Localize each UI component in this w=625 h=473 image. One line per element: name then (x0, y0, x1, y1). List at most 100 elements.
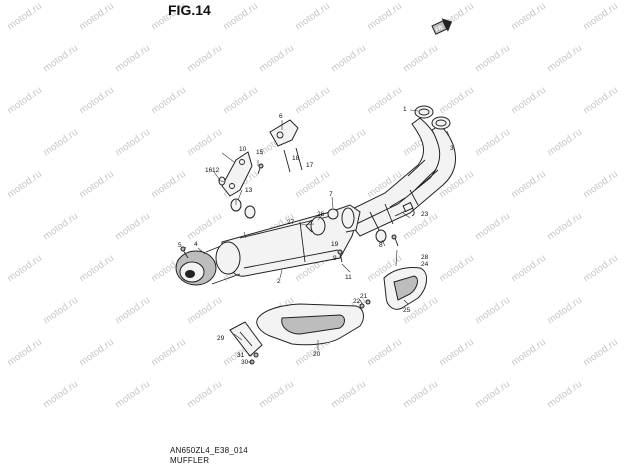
watermark-text: motod.ru (545, 127, 584, 159)
watermark-text: motod.ru (113, 295, 152, 327)
watermark-text: motod.ru (473, 211, 512, 243)
callout-30: 30 (241, 359, 249, 366)
watermark-text: motod.ru (545, 43, 584, 75)
watermark-text: motod.ru (365, 85, 404, 117)
watermark-text: motod.ru (5, 169, 44, 201)
callout-29: 29 (217, 335, 225, 342)
watermark-text: motod.ru (185, 127, 224, 159)
fr-label: FR (435, 25, 444, 34)
watermark-text: motod.ru (473, 43, 512, 75)
callout-13: 13 (245, 187, 253, 194)
figure-title: FIG.14 (168, 2, 211, 18)
watermark-text: motod.ru (77, 1, 116, 33)
watermark-text: motod.ru (581, 337, 620, 369)
callout-15: 15 (256, 149, 264, 156)
callout-27: 27 (287, 219, 295, 226)
muffler-cover (383, 267, 427, 310)
figure-code: AN650ZL4_E38_014 (170, 446, 248, 455)
callout-7: 7 (329, 191, 333, 198)
heat-shield (256, 303, 364, 346)
watermark-text: motod.ru (509, 169, 548, 201)
watermark-text: motod.ru (185, 379, 224, 411)
watermark-text: motod.ru (41, 43, 80, 75)
watermark-text: motod.ru (329, 127, 368, 159)
watermark-text: motod.ru (437, 253, 476, 285)
watermark-text: motod.ru (509, 85, 548, 117)
callout-31: 31 (237, 352, 245, 359)
watermark-text: motod.ru (545, 211, 584, 243)
watermark-text: motod.ru (185, 295, 224, 327)
callout-4: 4 (194, 241, 198, 248)
callout-16: 16 (205, 167, 213, 174)
watermark-text: motod.ru (149, 85, 188, 117)
watermark-text: motod.ru (509, 337, 548, 369)
watermark-text: motod.ru (329, 43, 368, 75)
watermark-text: motod.ru (365, 1, 404, 33)
watermark-text: motod.ru (77, 253, 116, 285)
watermark-text: motod.ru (149, 337, 188, 369)
callout-18: 18 (292, 155, 300, 162)
watermark-text: motod.ru (41, 127, 80, 159)
callout-labels: 1 2 3 4 5 6 7 8 9 10 11 12 13 15 16 17 1… (178, 106, 454, 366)
watermark-text: motod.ru (401, 379, 440, 411)
callout-9: 9 (333, 255, 337, 262)
watermark-text: motod.ru (257, 43, 296, 75)
callout-22: 22 (353, 298, 361, 305)
callout-20: 20 (313, 351, 321, 358)
watermark-text: motod.ru (185, 211, 224, 243)
watermark-text: motod.ru (113, 43, 152, 75)
watermark-text: motod.ru (113, 127, 152, 159)
muffler-end-cap (175, 241, 241, 286)
figure-name: MUFFLER (170, 456, 210, 465)
watermark-text: motod.ru (293, 1, 332, 33)
watermark-text: motod.ru (581, 1, 620, 33)
exhaust-gasket (414, 105, 451, 130)
callout-3: 3 (450, 145, 454, 152)
callout-2: 2 (277, 278, 281, 285)
watermark-layer: motod.ru motod.ru motod.ru motod.ru motod.ru… (5, 1, 620, 411)
watermark-text: motod.ru (149, 169, 188, 201)
callout-5: 5 (178, 242, 182, 249)
watermark-text: motod.ru (581, 169, 620, 201)
watermark-text: motod.ru (473, 379, 512, 411)
arrow-fr-icon: FR (431, 18, 453, 35)
callout-8: 8 (379, 242, 383, 249)
watermark-text: motod.ru (293, 169, 332, 201)
watermark-text: motod.ru (437, 337, 476, 369)
watermark-text: motod.ru (221, 85, 260, 117)
watermark-text: motod.ru (437, 85, 476, 117)
callout-12: 12 (212, 167, 220, 174)
watermark-text: motod.ru (581, 85, 620, 117)
watermark-text: motod.ru (5, 253, 44, 285)
watermark-text: motod.ru (5, 1, 44, 33)
callout-24: 24 (421, 261, 429, 268)
watermark-text: motod.ru (545, 379, 584, 411)
watermark-text: motod.ru (5, 337, 44, 369)
watermark-text: motod.ru (329, 379, 368, 411)
callout-6: 6 (279, 113, 283, 120)
exhaust-clamp (305, 216, 326, 236)
watermark-text: motod.ru (41, 295, 80, 327)
oxygen-sensor (394, 201, 415, 217)
watermark-text: motod.ru (77, 85, 116, 117)
watermark-text: motod.ru (5, 85, 44, 117)
watermark-text: motod.ru (581, 253, 620, 285)
callout-28: 28 (421, 254, 429, 261)
watermark-text: motod.ru (365, 337, 404, 369)
watermark-text: motod.ru (257, 379, 296, 411)
callout-26: 26 (317, 211, 325, 218)
watermark-text: motod.ru (473, 295, 512, 327)
watermark-text: motod.ru (41, 211, 80, 243)
callout-19: 19 (331, 241, 339, 248)
watermark-text: motod.ru (293, 85, 332, 117)
callout-23: 23 (421, 211, 429, 218)
watermark-text: motod.ru (77, 169, 116, 201)
watermark-text: motod.ru (509, 253, 548, 285)
stud-bolt (283, 147, 303, 173)
callout-1: 1 (403, 106, 407, 113)
leader-lines (183, 109, 453, 363)
watermark-text: motod.ru (545, 295, 584, 327)
callout-17: 17 (306, 162, 314, 169)
callout-25: 25 (403, 307, 411, 314)
